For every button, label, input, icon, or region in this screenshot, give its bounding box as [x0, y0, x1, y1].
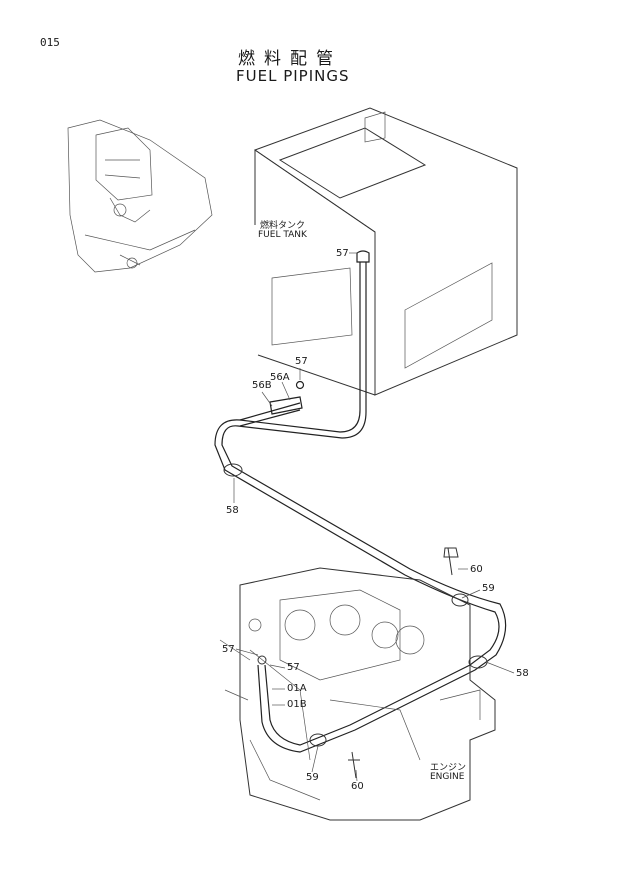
- fuel-pipes: [214, 250, 507, 753]
- callout-57-engine-left: 57: [222, 644, 235, 655]
- callout-59-upper: 59: [482, 583, 495, 594]
- callout-56a: 56A: [270, 372, 290, 383]
- fuel-tank-drawing: [253, 107, 518, 396]
- callout-60-lower: 60: [351, 781, 364, 792]
- leader-lines: [233, 252, 515, 782]
- callout-59-lower: 59: [306, 772, 319, 783]
- engine-label-en: ENGINE: [430, 772, 465, 782]
- title-english: FUEL PIPINGS: [236, 67, 350, 85]
- callout-57-tank: 57: [336, 248, 349, 259]
- callout-58-lower: 58: [516, 668, 529, 679]
- engine-drawing: [219, 567, 496, 821]
- callout-57-joint: 57: [295, 356, 308, 367]
- fuel-tank-label-jp: 燃料タンク: [260, 221, 306, 231]
- machine-overview-sketch: [67, 119, 213, 273]
- title-japanese: 燃料配管: [238, 49, 342, 69]
- callout-58-upper: 58: [226, 505, 239, 516]
- fuel-tank-label-en: FUEL TANK: [258, 230, 307, 240]
- callout-60-upper: 60: [470, 564, 483, 575]
- engine-label-jp: エンジン: [430, 763, 467, 773]
- page-number: 015: [40, 36, 60, 49]
- callout-56b: 56B: [252, 380, 272, 391]
- callout-57-engine-right: 57: [287, 662, 300, 673]
- callout-01b: 01B: [287, 699, 307, 710]
- callout-01a: 01A: [287, 683, 307, 694]
- pipe-clamps: [223, 463, 488, 779]
